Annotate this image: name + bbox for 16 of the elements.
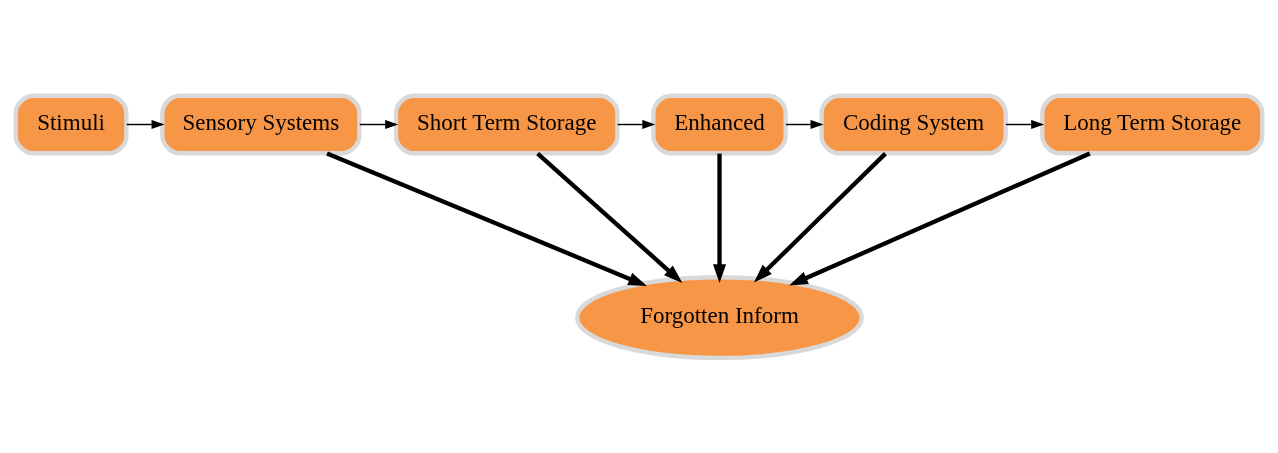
node-box: Sensory Systems [160, 93, 362, 155]
arrow [326, 150, 648, 286]
node-box: Enhanced [651, 93, 788, 155]
arrow [1005, 119, 1045, 129]
arrow [125, 119, 165, 129]
node-box: Short Term Storage [393, 93, 620, 155]
node-box: Stimuli [13, 93, 129, 155]
arrow [712, 153, 727, 283]
arrow [789, 150, 1091, 286]
arrow [536, 151, 683, 283]
arrow [753, 151, 887, 282]
arrow [616, 119, 656, 129]
arrow [785, 119, 824, 129]
node-box: Coding System [819, 93, 1008, 155]
arrow [359, 119, 399, 129]
node-box: Long Term Storage [1040, 93, 1265, 155]
